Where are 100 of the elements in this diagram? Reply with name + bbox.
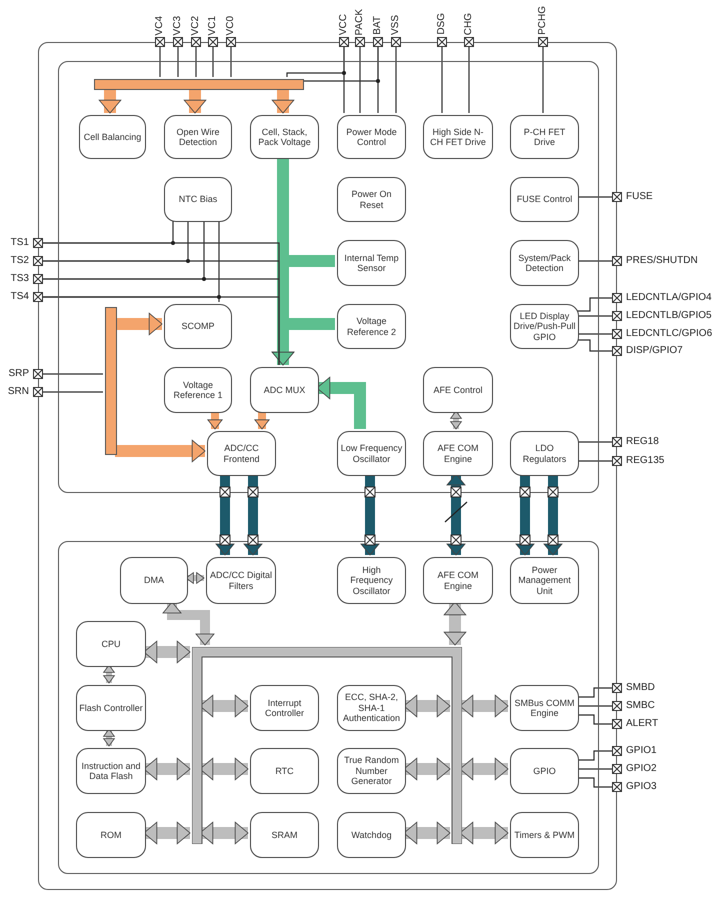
block-arrow <box>184 88 206 114</box>
function-block <box>164 177 232 222</box>
pin-label: LEDCNTLB/GPIO5 <box>626 311 712 321</box>
block-arrow <box>272 88 294 114</box>
double-arrow <box>186 572 204 584</box>
double-arrow <box>162 602 214 646</box>
pin-label: VC0 <box>226 16 236 35</box>
block-label: Interrupt Controller <box>264 698 305 718</box>
signal-line <box>577 460 612 462</box>
pin-terminal <box>33 292 43 302</box>
function-block <box>207 431 276 476</box>
pin-terminal <box>191 37 201 47</box>
function-block <box>250 367 319 413</box>
block-label: Power Management Unit <box>517 564 572 596</box>
pin-terminal <box>612 346 622 356</box>
function-block <box>337 304 406 349</box>
double-arrow <box>446 474 466 556</box>
signal-line <box>343 47 345 113</box>
pin-terminal <box>437 37 447 47</box>
block-label: Power Mode Control <box>345 126 398 148</box>
function-block <box>79 115 146 159</box>
signal-line <box>43 296 220 302</box>
block-arrow <box>216 474 234 556</box>
function-block <box>423 431 493 476</box>
block-arrow <box>115 440 206 462</box>
pin-label: BAT <box>373 16 383 35</box>
signal-line <box>542 47 544 113</box>
signal-line <box>577 777 612 788</box>
block-arrow <box>244 474 262 556</box>
block-arrow <box>544 474 562 556</box>
double-arrow <box>404 822 450 844</box>
function-block <box>164 304 232 349</box>
block-label: NTC Bias <box>178 194 218 205</box>
pin-terminal <box>612 456 622 466</box>
block-arrow <box>516 474 534 556</box>
function-block <box>337 748 406 794</box>
function-block <box>250 812 319 858</box>
pin-terminal <box>612 683 622 693</box>
double-arrow <box>450 410 462 430</box>
pin-terminal <box>612 256 622 266</box>
signal-line <box>577 196 612 198</box>
double-arrow <box>144 640 190 664</box>
block-label: FUSE Control <box>516 194 572 205</box>
block-label: True Random Number Generator <box>343 755 400 787</box>
pin-terminal <box>33 274 43 284</box>
double-arrow <box>200 758 248 780</box>
signal-line <box>195 47 197 77</box>
function-block <box>510 177 579 222</box>
function-block <box>510 115 579 159</box>
function-block <box>510 431 579 476</box>
function-block <box>423 557 493 604</box>
function-block <box>206 557 276 604</box>
double-arrow <box>103 664 115 684</box>
block-label: High Side N-CH FET Drive <box>429 126 487 148</box>
pin-label: REG135 <box>626 456 664 466</box>
function-block <box>250 115 319 159</box>
signal-line <box>43 391 103 393</box>
pin-label: REG18 <box>626 437 659 447</box>
pin-terminal <box>155 37 165 47</box>
signal-line <box>577 441 612 443</box>
bus-bar <box>105 307 117 455</box>
pin-terminal <box>612 437 622 447</box>
pin-label: SMBD <box>626 683 655 693</box>
block-arrow <box>254 411 270 430</box>
function-block <box>337 177 406 222</box>
pin-terminal <box>33 369 43 379</box>
function-block <box>76 812 146 858</box>
function-block <box>337 431 406 476</box>
block-arrow <box>115 312 162 336</box>
signal-line <box>441 47 443 113</box>
bus-bar <box>192 647 462 844</box>
signal-line <box>177 47 179 77</box>
signal-line <box>377 47 379 113</box>
signal-line <box>577 333 612 335</box>
pin-label: PACK <box>355 8 365 35</box>
block-label: System/Pack Detection <box>517 252 572 274</box>
block-label: SRAM <box>271 830 298 840</box>
block-label: Watchdog <box>351 830 392 840</box>
pin-terminal <box>173 37 183 47</box>
double-arrow <box>144 758 190 780</box>
block-label: AFE COM Engine <box>436 570 480 591</box>
block-arrow <box>360 474 380 556</box>
block-label: RTC <box>275 766 294 776</box>
pin-terminal <box>612 782 622 792</box>
function-block <box>510 812 579 858</box>
pin-label: DSG <box>437 13 447 35</box>
function-block <box>337 115 406 159</box>
block-label: CPU <box>101 638 120 650</box>
pin-terminal <box>612 764 622 774</box>
block-label: Timers & PWM <box>514 830 575 840</box>
pin-label: SRN <box>8 387 29 397</box>
pin-terminal <box>612 311 622 321</box>
signal-line <box>359 47 361 113</box>
function-block <box>76 685 146 731</box>
pin-terminal <box>33 256 43 266</box>
double-arrow <box>404 694 450 718</box>
block-label: AFE Control <box>433 384 483 396</box>
block-label: ADC/CC Frontend <box>222 443 261 464</box>
block-label: High Frequency Oscillator <box>349 564 394 596</box>
block-arrow <box>207 411 223 430</box>
